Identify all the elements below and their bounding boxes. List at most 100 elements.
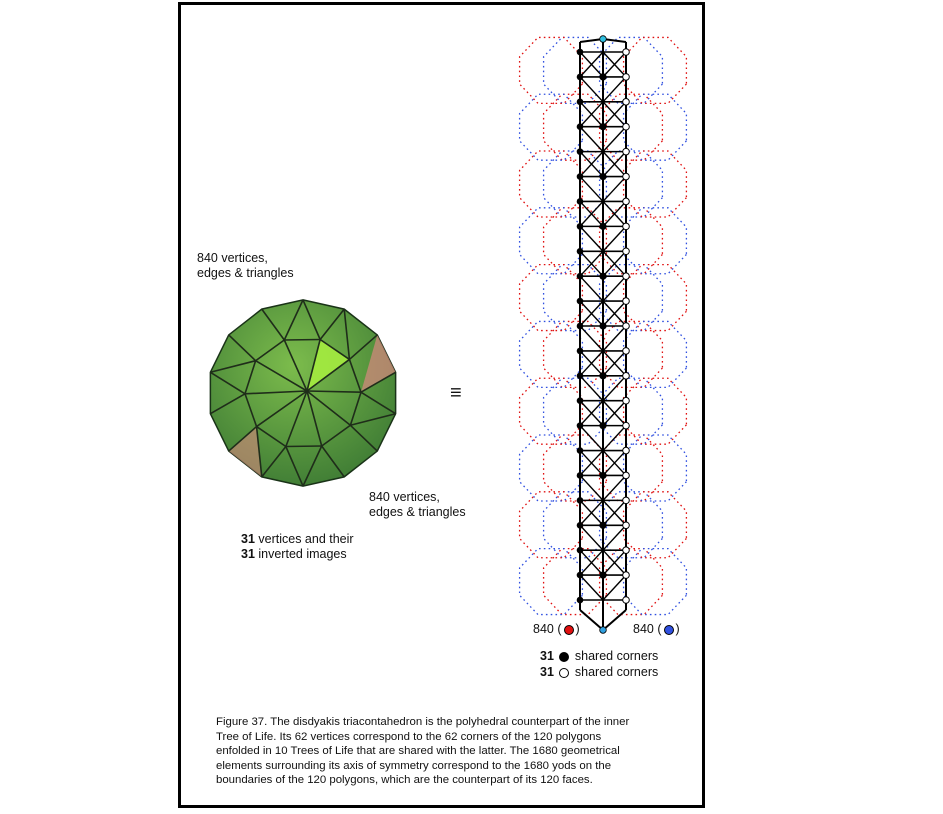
polyhedron-edge bbox=[360, 391, 397, 415]
shared-corner-white bbox=[622, 471, 630, 480]
black-dot-icon bbox=[559, 651, 570, 662]
yod-polygon bbox=[598, 207, 664, 275]
white-dot-icon bbox=[559, 667, 570, 678]
shared-corner-white bbox=[622, 247, 630, 256]
polyhedron-edge bbox=[306, 358, 350, 392]
ten-trees-of-life-diagram bbox=[518, 35, 688, 634]
tree-diagonal bbox=[602, 176, 627, 202]
shared-corner-black bbox=[576, 272, 584, 280]
yod-polygon bbox=[622, 434, 688, 502]
polyhedron-edge bbox=[244, 390, 308, 395]
shared-corner-black bbox=[576, 472, 584, 479]
shared-corner-black bbox=[576, 447, 584, 454]
polyhedron-edge bbox=[348, 334, 378, 361]
tree-diagonal bbox=[602, 350, 627, 377]
pink-face bbox=[360, 334, 396, 393]
shared-corner-white bbox=[622, 73, 630, 81]
polyhedron-edge bbox=[283, 299, 304, 341]
yod-polygon bbox=[622, 547, 688, 616]
yod-polygon bbox=[542, 263, 608, 332]
figure-caption: Figure 37. The disdyakis triacontahedron… bbox=[216, 716, 630, 786]
yod-polygon bbox=[518, 36, 584, 105]
tree-diagonal bbox=[579, 524, 604, 551]
pink-face bbox=[228, 426, 262, 477]
shared-corner-black bbox=[576, 422, 584, 429]
shared-corner-white bbox=[622, 372, 630, 380]
polyhedron-edge bbox=[349, 424, 378, 452]
yod-polygon bbox=[542, 207, 608, 275]
shared-corner-white bbox=[622, 421, 630, 430]
yod-polygon bbox=[518, 150, 584, 218]
polyhedron-edge bbox=[255, 339, 285, 362]
tree-diagonal bbox=[602, 101, 627, 128]
polyhedron-edge bbox=[348, 359, 362, 393]
yod-polygon bbox=[518, 377, 584, 445]
shared-corner-white bbox=[622, 222, 630, 231]
shared-corner-white bbox=[622, 147, 630, 156]
polyhedron-edge bbox=[209, 393, 246, 415]
polyhedron-edge bbox=[319, 338, 350, 361]
polyhedron-edge bbox=[228, 334, 257, 362]
shared-corner-white bbox=[622, 98, 630, 106]
tree-diagonal bbox=[579, 51, 604, 78]
tree-diagonal bbox=[579, 126, 604, 153]
shared-corner-white bbox=[622, 197, 630, 206]
yod-polygon bbox=[598, 93, 664, 161]
polyhedron-edge bbox=[210, 359, 256, 374]
yod-polygon bbox=[598, 491, 664, 559]
tree-diagonal bbox=[602, 450, 627, 476]
polyhedron-edge bbox=[350, 412, 396, 427]
polyhedron-edge bbox=[321, 424, 351, 447]
shared-corner-black bbox=[576, 497, 584, 504]
polyhedron-edge bbox=[255, 360, 308, 392]
yod-polygon bbox=[542, 377, 608, 445]
shared-corner-black bbox=[576, 48, 584, 56]
shared-corner-white bbox=[622, 48, 630, 56]
yod-polygon bbox=[598, 263, 664, 332]
polyhedron-edge bbox=[306, 390, 323, 447]
polyhedron-edge bbox=[306, 390, 351, 426]
shared-corner-black bbox=[576, 198, 584, 205]
shared-corner-white bbox=[622, 571, 630, 579]
tree-diagonal bbox=[602, 250, 627, 277]
shared-corner-black bbox=[576, 223, 584, 230]
sephirah bbox=[599, 372, 607, 380]
tree-diagonal bbox=[579, 275, 604, 302]
tree-diagonal bbox=[602, 51, 627, 78]
tree-diagonal bbox=[602, 425, 627, 452]
top-left-label: 840 vertices, edges & triangles bbox=[197, 251, 294, 280]
polyhedron-edge bbox=[256, 425, 287, 448]
sephirah bbox=[599, 322, 607, 330]
shared-corner-white bbox=[622, 396, 630, 405]
shared-corner-white bbox=[622, 521, 630, 530]
sephirah bbox=[599, 172, 607, 181]
tree-diagonal bbox=[602, 225, 627, 252]
tree-diagonal bbox=[602, 400, 627, 427]
yod-polygon bbox=[518, 491, 584, 559]
yod-polygon bbox=[622, 263, 688, 332]
yod-polygon bbox=[542, 150, 608, 218]
yod-polygon bbox=[622, 377, 688, 445]
polyhedron-edge bbox=[244, 360, 257, 395]
tree-diagonal bbox=[579, 549, 604, 576]
polyhedron-edge bbox=[360, 371, 397, 393]
shared-corner-white bbox=[622, 546, 630, 554]
sephirah bbox=[599, 73, 607, 81]
tree-diagonal bbox=[602, 499, 627, 526]
polyhedron-edge bbox=[256, 390, 308, 428]
tree-diagonal bbox=[579, 76, 604, 103]
shared-corner-white bbox=[622, 322, 630, 330]
tree-diagonal bbox=[579, 425, 604, 452]
polyhedron-edge bbox=[285, 446, 304, 487]
tree-diagonal bbox=[579, 225, 604, 252]
polyhedron-edge bbox=[306, 390, 362, 394]
shared-corner-black bbox=[576, 173, 584, 180]
tree-diagonal bbox=[579, 474, 604, 501]
tree-diagonal bbox=[579, 499, 604, 526]
vertices-label: 31 vertices and their 31 inverted images bbox=[241, 532, 354, 561]
shared-corner-black bbox=[576, 521, 584, 529]
crown-edge bbox=[602, 38, 627, 43]
polyhedron-edge bbox=[244, 393, 258, 427]
shared-corner-black bbox=[576, 397, 584, 405]
polyhedron-edge bbox=[349, 391, 362, 426]
